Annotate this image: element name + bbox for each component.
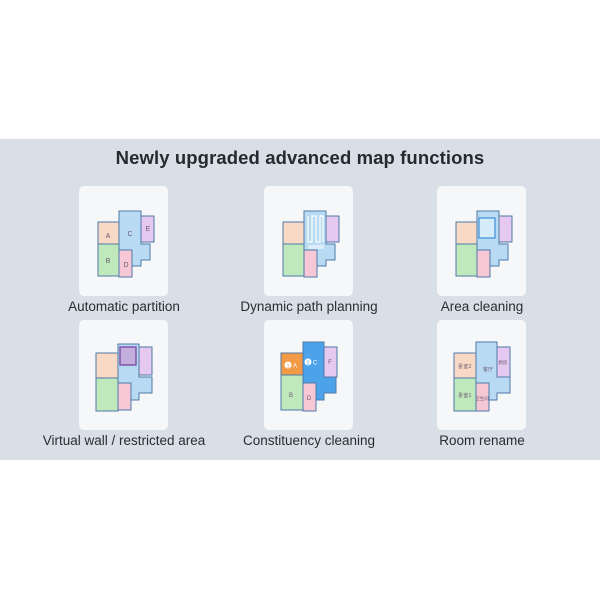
floorplan-partition-icon: A B C D E [97,210,155,278]
room-label-a: A [293,364,297,370]
floorplan-virtual-wall-icon [95,343,153,412]
floorplan-area-icon [455,210,513,278]
room-label-f: F [328,360,332,366]
features-panel: Newly upgraded advanced map functions A … [0,139,600,460]
room-label-b: B [106,258,111,265]
room-label-living-room: 客厅 [483,366,493,373]
floorplan-constituency-icon: 1 A 2 C B D F [280,341,338,412]
feature-label-dynamic-path-planning: Dynamic path planning [240,299,378,314]
feature-card-virtual-wall[interactable] [79,320,168,430]
feature-label-automatic-partition: Automatic partition [68,299,180,314]
feature-label-virtual-wall: Virtual wall / restricted area [42,433,206,448]
order-badge-1: 1 [286,364,289,370]
order-badge-2: 2 [306,361,309,367]
room-label-c: C [313,361,318,367]
room-label-bedroom-2: 卧室2 [458,363,471,370]
feature-card-room-rename[interactable]: 卧室2 卧室1 客厅 厨房 卫生间 [437,320,526,430]
room-label-d: D [307,396,312,402]
floorplan-path-icon [282,210,340,278]
room-label-d: D [123,262,128,269]
room-label-bathroom: 卫生间 [475,395,489,402]
feature-label-constituency-cleaning: Constituency cleaning [242,433,376,448]
room-label-a: A [106,233,111,240]
feature-card-automatic-partition[interactable]: A B C D E [79,186,168,296]
feature-label-area-cleaning: Area cleaning [440,299,524,314]
room-label-c: C [127,231,132,238]
feature-label-room-rename: Room rename [439,433,525,448]
room-label-e: E [146,226,151,233]
feature-card-constituency-cleaning[interactable]: 1 A 2 C B D F [264,320,353,430]
feature-card-dynamic-path-planning[interactable] [264,186,353,296]
room-label-kitchen: 厨房 [499,359,508,366]
room-label-b: B [289,393,293,399]
room-label-bedroom-1: 卧室1 [458,392,471,399]
feature-card-area-cleaning[interactable] [437,186,526,296]
floorplan-rename-icon: 卧室2 卧室1 客厅 厨房 卫生间 [453,341,511,412]
page-title: Newly upgraded advanced map functions [115,147,485,168]
